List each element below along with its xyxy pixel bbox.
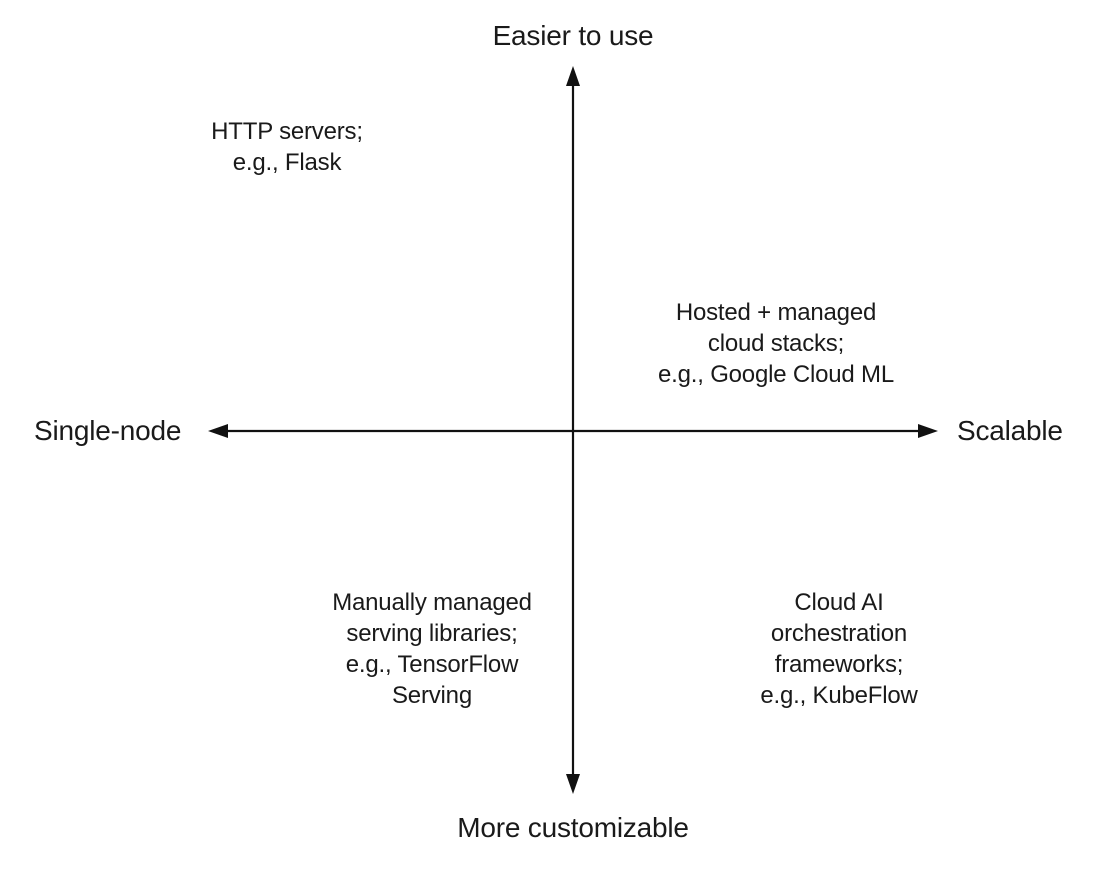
quadrant-top-right-line-1: Hosted + managed: [675, 299, 877, 326]
quadrant-bottom-right: Cloud AI orchestration frameworks; e.g.,…: [760, 587, 917, 711]
quadrant-bottom-left-line-4: Serving: [392, 682, 472, 709]
quadrant-bottom-right-line-1: Cloud AI: [794, 589, 884, 616]
arrow-left-icon: [208, 424, 228, 438]
quadrant-bottom-left: Manually managed serving libraries; e.g.…: [332, 587, 532, 711]
axis-label-left: Single-node: [34, 415, 182, 446]
quadrant-bottom-right-line-2: orchestration: [770, 620, 908, 647]
arrow-down-icon: [566, 774, 580, 794]
quadrant-bottom-left-line-3: e.g., TensorFlow: [345, 651, 519, 678]
quadrant-bottom-left-line-1: Manually managed: [332, 589, 532, 616]
quadrant-top-left: HTTP servers; e.g., Flask: [211, 116, 363, 178]
quadrant-top-right-line-3: e.g., Google Cloud ML: [658, 361, 894, 388]
quadrant-top-right: Hosted + managed cloud stacks; e.g., Goo…: [658, 297, 894, 390]
arrow-right-icon: [918, 424, 938, 438]
quadrant-bottom-left-line-2: serving libraries;: [346, 620, 518, 647]
axis-label-right: Scalable: [957, 415, 1063, 446]
axis-label-bottom: More customizable: [457, 812, 689, 843]
quadrant-top-left-line-1: HTTP servers;: [211, 118, 363, 145]
quadrant-top-right-line-2: cloud stacks;: [707, 330, 845, 357]
axis-label-top: Easier to use: [492, 20, 654, 51]
arrow-up-icon: [566, 66, 580, 86]
quadrant-bottom-right-line-4: e.g., KubeFlow: [760, 682, 918, 709]
quadrant-top-left-line-2: e.g., Flask: [232, 149, 342, 176]
quadrant-bottom-right-line-3: frameworks;: [774, 651, 904, 678]
